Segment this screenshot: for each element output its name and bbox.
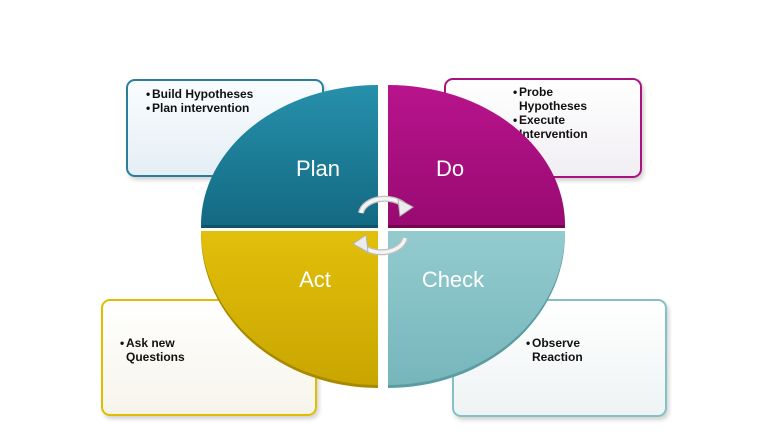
do-quadrant: Do: [388, 85, 565, 228]
plan-note-item: •Plan intervention: [146, 101, 250, 115]
check-note-item: •Observe Reaction: [526, 336, 583, 364]
do-note-item: •Probe Hypotheses: [513, 85, 588, 113]
check-quadrant: Check: [388, 231, 565, 388]
check-label: Check: [422, 267, 485, 292]
act-quadrant: Act: [201, 231, 378, 388]
plan-label: Plan: [296, 156, 340, 181]
act-label: Act: [299, 267, 331, 292]
do-note-item: •Execute Intervention: [513, 113, 588, 141]
plan-note-item: •Build Hypotheses: [146, 87, 254, 101]
plan-quadrant: Plan: [201, 85, 378, 228]
do-label: Do: [436, 156, 464, 181]
act-note-item: •Ask new Questions: [120, 336, 185, 364]
act-notes-card: •Ask new Questions: [101, 299, 317, 416]
cycle-arrows-icon: [352, 195, 414, 256]
